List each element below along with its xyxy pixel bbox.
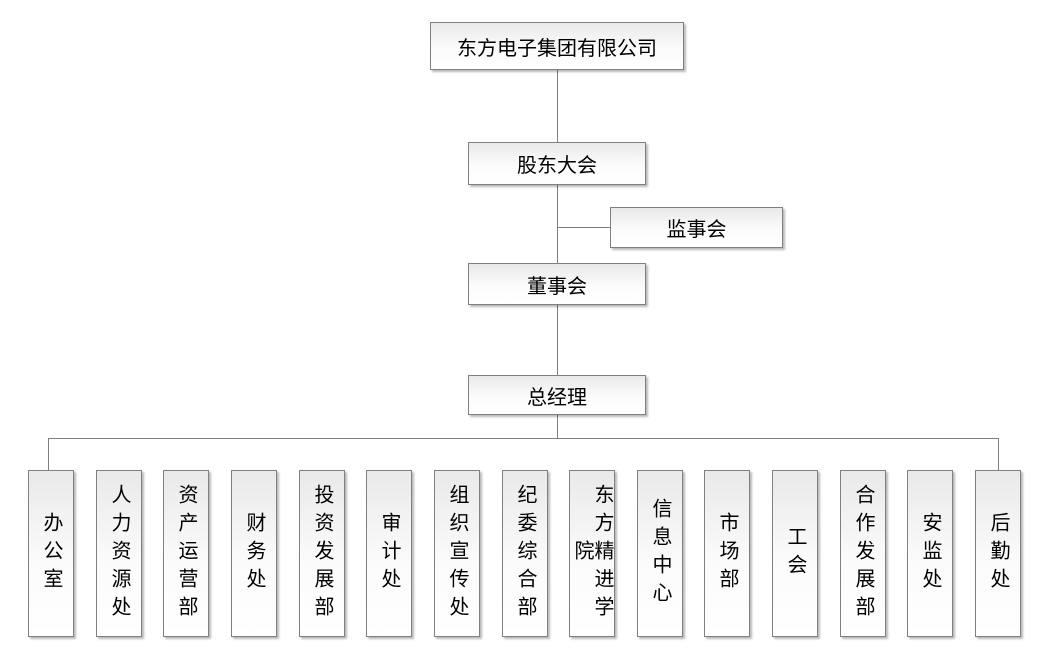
node-dept-investment-development-label: 投资发展部: [311, 483, 333, 624]
node-dept-organization-publicity: 组织宣传处: [434, 470, 480, 637]
node-dept-office: 办公室: [28, 470, 74, 637]
node-dept-organization-publicity-label: 组织宣传处: [446, 483, 468, 624]
node-dept-jingjin-academy-label: 东方精进学院: [571, 483, 613, 624]
node-dept-finance-label: 财务处: [243, 511, 265, 596]
node-company-label: 东方电子集团有限公司: [457, 37, 657, 60]
node-general-manager: 总经理: [468, 375, 646, 415]
connector-department-bus: [48, 438, 998, 439]
node-supervisory-board-label: 监事会: [666, 219, 727, 241]
node-dept-human-resources: 人力资源处: [96, 470, 142, 637]
node-dept-safety-supervision-label: 安监处: [919, 511, 941, 596]
connector-bus-drop-left: [48, 438, 49, 470]
node-general-manager-label: 总经理: [527, 386, 587, 409]
node-dept-logistics-label: 后勤处: [987, 511, 1009, 596]
node-dept-marketing: 市场部: [704, 470, 750, 637]
node-dept-office-label: 办公室: [40, 511, 62, 596]
node-dept-discipline-inspection: 纪委综合部: [502, 470, 548, 637]
connector-board-to-gm: [557, 305, 558, 375]
node-dept-labor-union: 工会: [772, 470, 818, 637]
node-dept-safety-supervision: 安监处: [907, 470, 953, 637]
node-shareholders-meeting: 股东大会: [468, 142, 646, 185]
node-dept-audit-label: 审计处: [378, 511, 400, 596]
node-board-of-directors-label: 董事会: [527, 275, 587, 298]
node-dept-asset-operations-label: 资产运营部: [175, 483, 197, 624]
node-dept-human-resources-label: 人力资源处: [108, 483, 130, 624]
node-dept-information-center: 信息中心: [637, 470, 683, 637]
connector-bus-drop-right: [998, 438, 999, 470]
node-shareholders-meeting-label: 股东大会: [517, 155, 597, 177]
connector-shareholders-to-board: [557, 185, 558, 263]
node-dept-audit: 审计处: [366, 470, 412, 637]
node-board-of-directors: 董事会: [468, 263, 646, 305]
connector-company-to-shareholders: [557, 70, 558, 142]
node-dept-cooperation-development: 合作发展部: [840, 470, 886, 637]
node-dept-cooperation-development-label: 合作发展部: [852, 483, 874, 624]
node-dept-discipline-inspection-label: 纪委综合部: [514, 483, 536, 624]
node-supervisory-board: 监事会: [610, 207, 783, 248]
node-dept-jingjin-academy: 东方精进学院: [569, 470, 615, 637]
node-dept-logistics: 后勤处: [975, 470, 1021, 637]
connector-branch-supervisory: [557, 227, 610, 228]
node-dept-investment-development: 投资发展部: [299, 470, 345, 637]
node-dept-labor-union-label: 工会: [784, 525, 806, 582]
node-dept-information-center-label: 信息中心: [649, 497, 671, 610]
connector-gm-to-bus: [557, 415, 558, 438]
node-dept-asset-operations: 资产运营部: [163, 470, 209, 637]
node-dept-finance: 财务处: [231, 470, 277, 637]
node-company: 东方电子集团有限公司: [430, 22, 684, 70]
node-dept-marketing-label: 市场部: [716, 511, 738, 596]
